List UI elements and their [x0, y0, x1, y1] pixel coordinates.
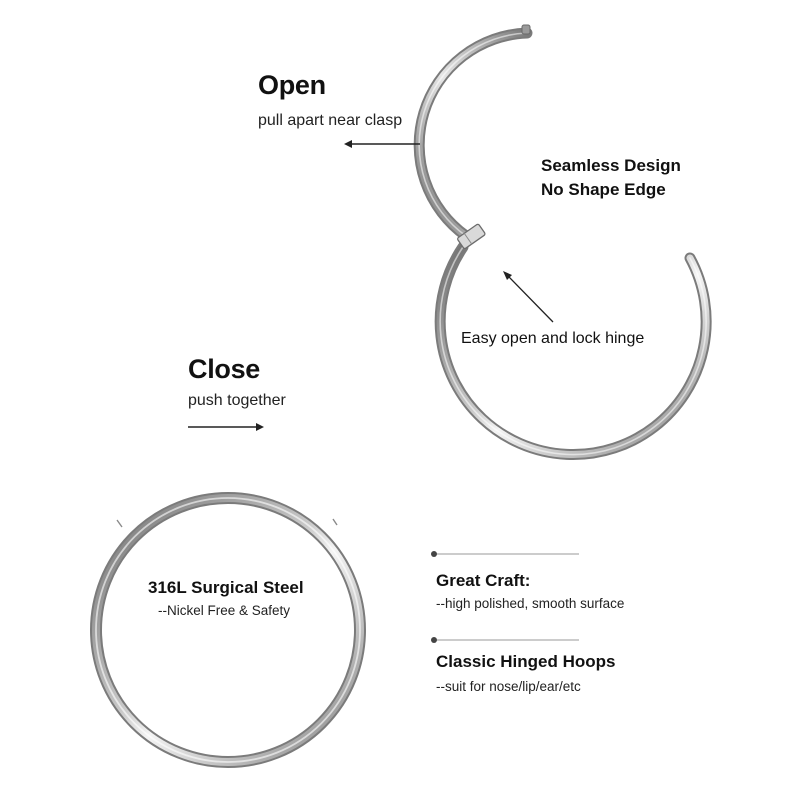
open-hint: pull apart near clasp [258, 112, 403, 129]
hinge-label: Easy open and lock hinge [461, 330, 645, 347]
hinge-icon [457, 223, 486, 250]
feature-title-2: Classic Hinged Hoops [436, 652, 616, 671]
design-line-2: No Shape Edge [541, 180, 666, 199]
feature-desc-1: --high polished, smooth surface [436, 596, 625, 611]
open-hoop-lower-ring [434, 241, 712, 461]
closed-hoop-seam [116, 519, 123, 528]
hinge-pointer-arrow-icon [503, 271, 554, 323]
design-line-1: Seamless Design [541, 156, 681, 175]
open-hoop [413, 24, 712, 461]
feature-desc-2: --suit for nose/lip/ear/etc [436, 679, 581, 694]
feature-title-1: Great Craft: [436, 571, 531, 590]
close-title: Close [188, 354, 261, 384]
feature-bullet-2 [431, 637, 579, 643]
closed-hoop [90, 492, 366, 768]
feature-bullet-1 [431, 551, 579, 557]
clasp-pin [521, 24, 531, 35]
close-arrow-icon [188, 423, 264, 431]
material-title: 316L Surgical Steel [148, 578, 304, 597]
material-note: --Nickel Free & Safety [158, 603, 291, 618]
open-title: Open [258, 70, 326, 100]
close-hint: push together [188, 392, 286, 409]
open-arrow-icon [344, 140, 420, 148]
